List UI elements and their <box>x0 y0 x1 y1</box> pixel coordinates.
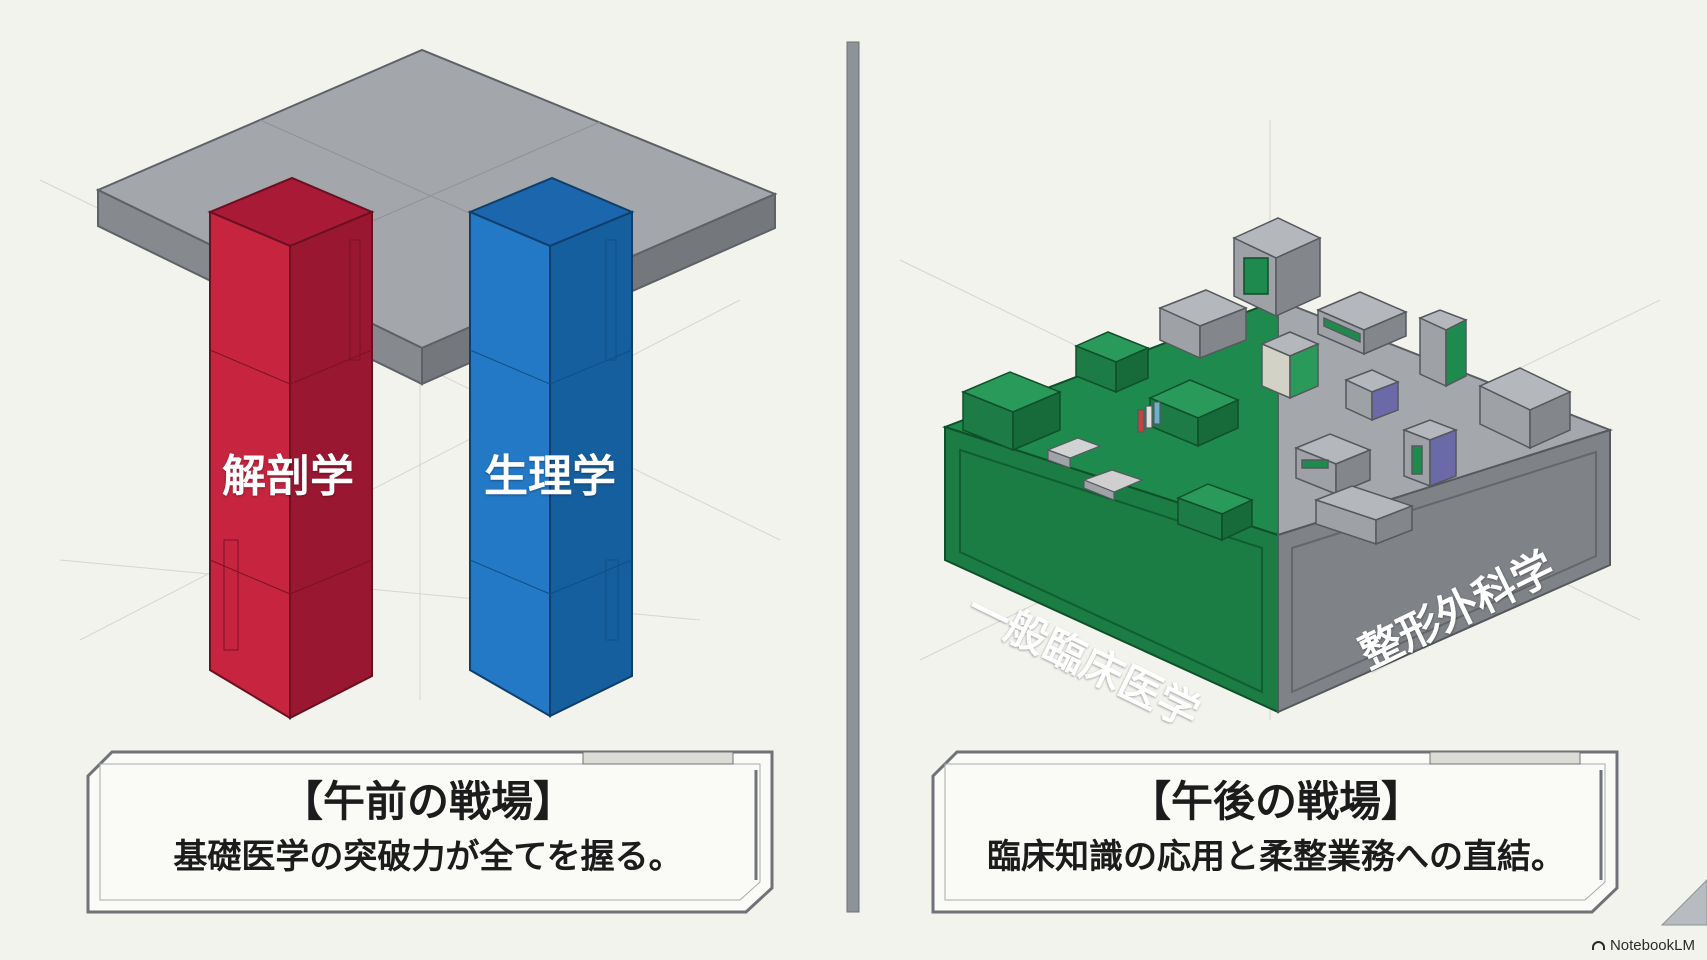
caption-frame-left <box>86 750 774 914</box>
city-buildings <box>961 217 1572 546</box>
brand-name: NotebookLM <box>1609 937 1695 954</box>
pillar-label-anatomy: 解剖学 <box>222 451 354 502</box>
pillar-anatomy <box>207 176 375 720</box>
caption-right: 【午後の戦場】 臨床知識の応用と柔整業務への直結。 <box>935 776 1617 880</box>
caption-left: 【午前の戦場】 基礎医学の突破力が全てを握る。 <box>88 776 768 880</box>
caption-frame-right <box>931 750 1619 914</box>
caption-left-subtitle: 基礎医学の突破力が全てを握る。 <box>173 837 683 877</box>
caption-left-title: 【午前の戦場】 <box>280 777 575 826</box>
center-divider <box>846 41 860 913</box>
caption-right-subtitle: 臨床知識の応用と柔整業務への直結。 <box>987 837 1565 877</box>
city-platform <box>941 298 1613 714</box>
notebooklm-logo-icon <box>1591 941 1605 950</box>
pillar-physiology <box>467 176 635 718</box>
pillar-label-physiology: 生理学 <box>484 451 616 502</box>
corner-fold-icon <box>1660 879 1707 926</box>
caption-right-title: 【午後の戦場】 <box>1128 777 1423 826</box>
brand-watermark: NotebookLM <box>1591 937 1695 954</box>
